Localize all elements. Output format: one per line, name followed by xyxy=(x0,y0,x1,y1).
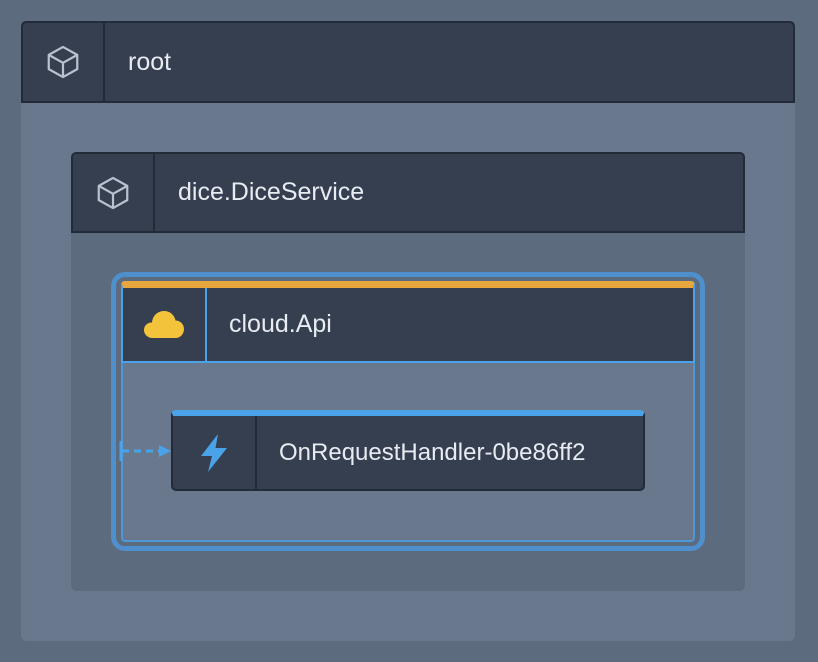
api-node-selection-outline xyxy=(111,272,705,551)
cloud-icon xyxy=(123,288,207,361)
dice-service-node-header[interactable]: dice.DiceService xyxy=(71,152,745,233)
node-label: root xyxy=(128,47,172,76)
node-label: cloud.Api xyxy=(229,310,332,338)
node-label: OnRequestHandler-0be86ff2 xyxy=(279,438,586,466)
lightning-icon xyxy=(173,416,257,489)
handler-function-node[interactable]: OnRequestHandler-0be86ff2 xyxy=(171,410,645,491)
cube-icon xyxy=(73,154,155,231)
root-node-header[interactable]: root xyxy=(21,21,795,103)
cube-icon xyxy=(23,23,105,101)
node-label: dice.DiceService xyxy=(178,178,365,206)
api-node-header[interactable]: cloud.Api xyxy=(121,281,695,363)
api-to-handler-edge xyxy=(119,441,171,461)
